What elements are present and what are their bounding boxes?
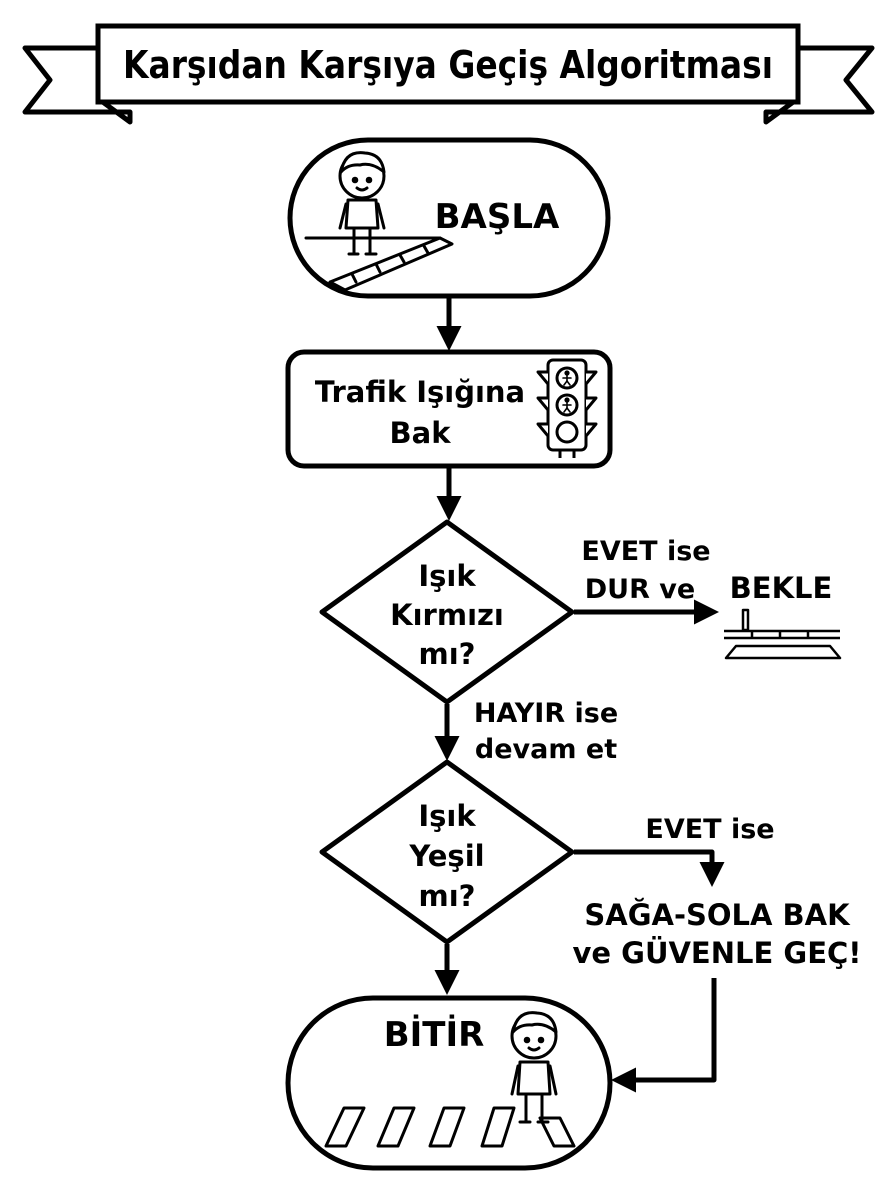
- traffic-light-icon: [536, 358, 598, 458]
- connectors: [434, 298, 725, 1093]
- wait-label: BEKLE: [730, 571, 833, 605]
- green-decision: Işık Yeşil mı?: [319, 759, 575, 945]
- cross-line2: ve GÜVENLE GEÇ!: [572, 936, 861, 970]
- green-yes-label: EVET ise: [645, 814, 774, 845]
- red-no-line2: devam et: [475, 734, 617, 765]
- green-line1: Işık: [418, 799, 476, 833]
- red-yes-line2: DUR ve: [585, 574, 695, 605]
- end-label: BİTİR: [384, 1014, 485, 1055]
- red-line2: Kırmızı: [390, 598, 504, 632]
- title-banner: Karşıdan Karşıya Geçiş Algoritması: [22, 23, 875, 125]
- curb-wait-icon: [724, 608, 842, 660]
- red-line1: Işık: [418, 559, 476, 593]
- boy-at-crosswalk-icon: [324, 1011, 576, 1148]
- green-line2: Yeşil: [408, 839, 484, 873]
- boy-on-curb-icon: [304, 151, 454, 292]
- page-title: Karşıdan Karşıya Geçiş Algoritması: [123, 43, 773, 87]
- cross-node: SAĞA-SOLA BAK ve GÜVENLE GEÇ!: [572, 898, 861, 970]
- red-yes-line1: EVET ise: [581, 536, 710, 567]
- arrow-green-to-cross: [574, 849, 725, 887]
- look-label-line1: Trafik Işığına: [315, 375, 525, 409]
- red-no-line1: HAYIR ise: [474, 698, 618, 729]
- arrow-cross-to-end: [611, 978, 717, 1093]
- start-label: BAŞLA: [435, 197, 560, 237]
- look-process-box: [285, 349, 613, 469]
- look-label-line2: Bak: [390, 416, 452, 450]
- red-line3: mı?: [419, 637, 476, 671]
- green-line3: mı?: [419, 879, 476, 913]
- start-node: BAŞLA: [287, 137, 611, 299]
- green-decision-diamond: [319, 759, 575, 945]
- end-node: BİTİR: [285, 995, 613, 1171]
- wait-node: BEKLE: [724, 571, 842, 660]
- banner-body: [95, 23, 801, 105]
- look-node: Trafik Işığına Bak: [285, 349, 613, 469]
- cross-line1: SAĞA-SOLA BAK: [584, 898, 851, 932]
- red-decision-diamond: [319, 519, 575, 705]
- red-decision: Işık Kırmızı mı?: [319, 519, 575, 705]
- edge-labels: EVET ise DUR ve HAYIR ise devam et EVET …: [474, 536, 775, 845]
